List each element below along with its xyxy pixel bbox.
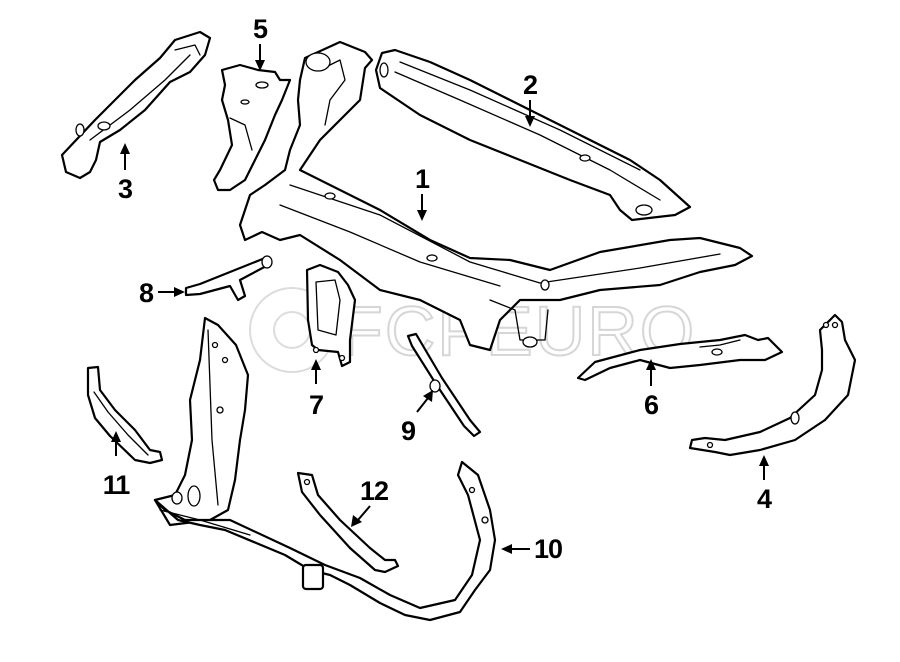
callout-3[interactable]: 3 — [118, 174, 134, 204]
part-11-left-brace[interactable] — [86, 365, 164, 465]
callout-6[interactable]: 6 — [644, 390, 660, 420]
callout-4[interactable]: 4 — [757, 484, 773, 514]
callout-12[interactable]: 12 — [360, 476, 389, 506]
part-8-prop-rod[interactable] — [184, 255, 273, 302]
callout-5[interactable]: 5 — [253, 14, 269, 44]
part-2-upper-cross-member[interactable] — [374, 48, 692, 222]
part-9-center-rod[interactable] — [406, 332, 482, 438]
callout-9[interactable]: 9 — [401, 416, 417, 446]
watermark-logo-inner — [273, 311, 311, 349]
part-7-center-bracket[interactable] — [305, 263, 357, 368]
callout-10[interactable]: 10 — [534, 534, 563, 564]
callout-leaders — [111, 44, 769, 554]
part-5-left-shield[interactable] — [212, 63, 292, 192]
part-3-left-side-panel[interactable] — [60, 30, 212, 180]
part-4-right-bracket[interactable] — [688, 313, 857, 457]
part-6-right-reinforcement[interactable] — [576, 333, 784, 382]
callout-8[interactable]: 8 — [139, 278, 155, 308]
callout-7[interactable]: 7 — [309, 390, 324, 420]
part-12-center-brace[interactable] — [296, 471, 400, 574]
callout-1[interactable]: 1 — [415, 164, 431, 194]
callout-11[interactable]: 11 — [103, 470, 132, 500]
part-1-upper-tie-bar[interactable] — [238, 40, 754, 352]
callout-labels: 1 2 3 4 5 6 7 8 9 10 11 12 — [103, 14, 773, 564]
callout-2[interactable]: 2 — [523, 70, 538, 100]
part-10-lower-support[interactable] — [153, 316, 497, 622]
